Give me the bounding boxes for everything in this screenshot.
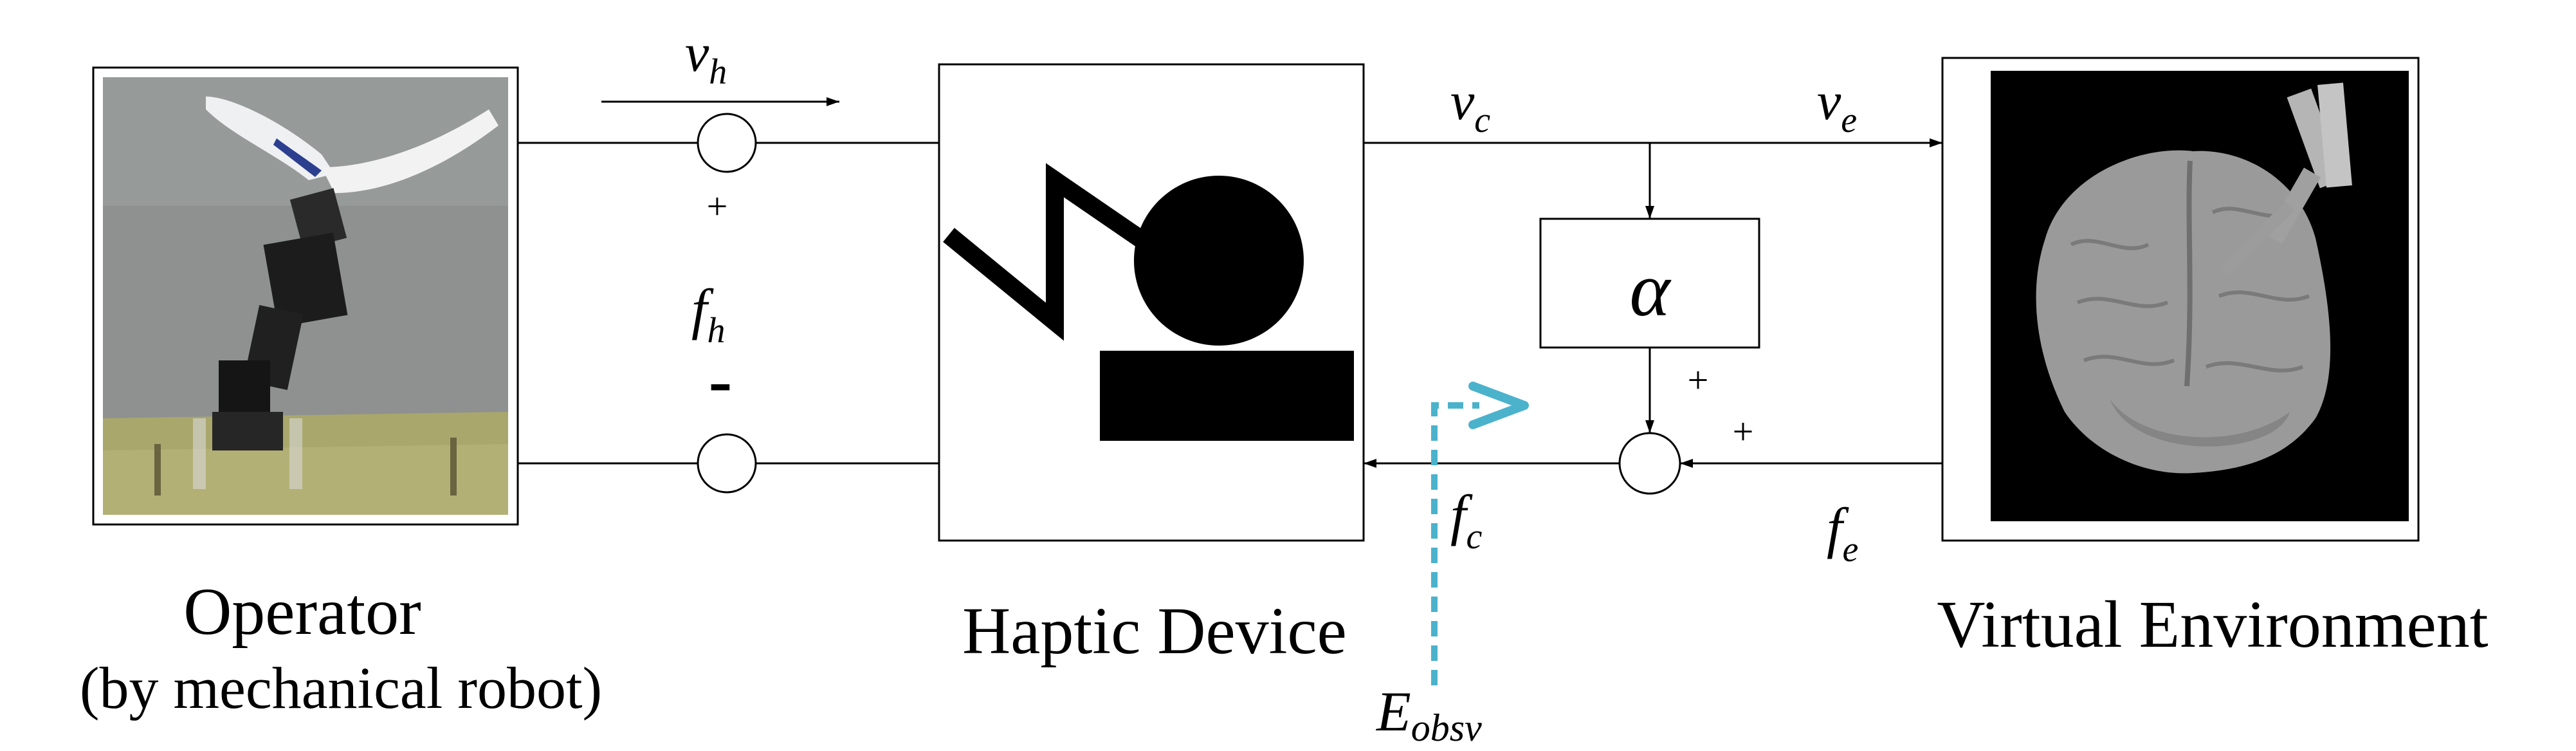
bottom-summing-junction (697, 433, 757, 494)
operator-minus-sign: - (709, 341, 733, 420)
observer-arrowhead (1468, 382, 1529, 429)
label-v-h: vh (685, 23, 727, 92)
label-f-h: fh (691, 279, 725, 351)
signal-lines (518, 97, 1942, 468)
observer-dashed-path (1431, 402, 1479, 685)
label-e-obsv: Eobsv (1375, 681, 1482, 749)
gain-block: α (1539, 218, 1760, 349)
gain-symbol: α (1630, 246, 1672, 332)
label-f-c: fc (1450, 485, 1482, 557)
operator-robot-photo (103, 77, 508, 515)
label-v-e: ve (1817, 71, 1857, 140)
energy-observer: Eobsv (1375, 382, 1529, 749)
surgical-tool (2220, 82, 2352, 275)
haptic-device-icon (943, 163, 1354, 441)
label-f-e: fe (1827, 497, 1858, 570)
virtual-environment-caption: Virtual Environment (1937, 588, 2488, 662)
top-summing-junction (697, 113, 757, 173)
right-summing-junction (1618, 432, 1681, 495)
haptic-device-caption: Haptic Device (962, 594, 1347, 668)
operator-block (92, 66, 519, 526)
haptic-device-block (938, 63, 1365, 542)
operator-subcaption: (by mechanical robot) (80, 655, 602, 721)
virtual-environment-block (1941, 57, 2420, 542)
label-v-c: vc (1450, 71, 1490, 140)
env-input-plus-sign: + (1733, 411, 1754, 452)
gain-frame (1539, 218, 1760, 349)
summing-junctions (697, 113, 1681, 495)
top-junction-plus-sign: + (707, 185, 728, 227)
operator-caption: Operator (183, 575, 421, 649)
gain-input-plus-sign: + (1688, 359, 1709, 401)
